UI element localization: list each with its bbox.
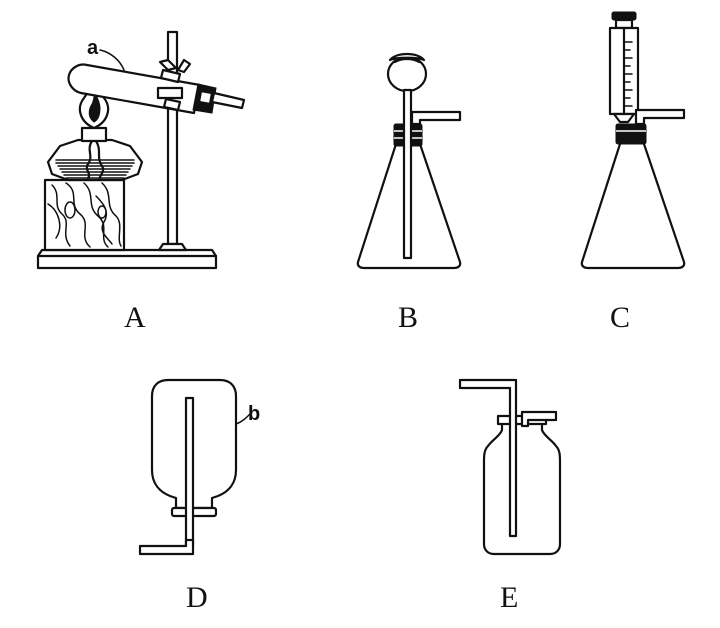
apparatus-d: b D	[138, 378, 260, 614]
funnel-bulb	[386, 55, 428, 93]
caption-d: D	[186, 581, 208, 614]
wood-grain	[47, 182, 122, 248]
conical-flask-c	[580, 126, 686, 270]
apparatus-c: C	[580, 11, 686, 334]
label-a: a	[87, 37, 99, 59]
funnel-stem	[402, 88, 413, 260]
caption-e: E	[500, 581, 518, 614]
wide-bottle	[482, 418, 562, 556]
inner-tube-d	[184, 396, 195, 548]
delivery-tube-c	[634, 108, 686, 126]
long-inlet-tube	[458, 378, 518, 538]
apparatus-a: a A	[36, 30, 246, 334]
delivery-tube-d	[138, 538, 195, 556]
short-outlet-tube	[520, 410, 558, 428]
delivery-tube-a	[210, 91, 246, 110]
caption-c: C	[610, 301, 630, 334]
caption-a: A	[124, 301, 146, 334]
caption-b: B	[398, 301, 418, 334]
label-b: b	[248, 403, 260, 425]
stopper-c	[615, 123, 647, 145]
clamp	[156, 86, 184, 100]
apparatus-b: B	[356, 52, 462, 334]
stand-base	[36, 248, 218, 270]
delivery-tube-b	[410, 110, 462, 126]
apparatus-e: E	[458, 378, 562, 614]
syringe-scale	[623, 41, 633, 107]
